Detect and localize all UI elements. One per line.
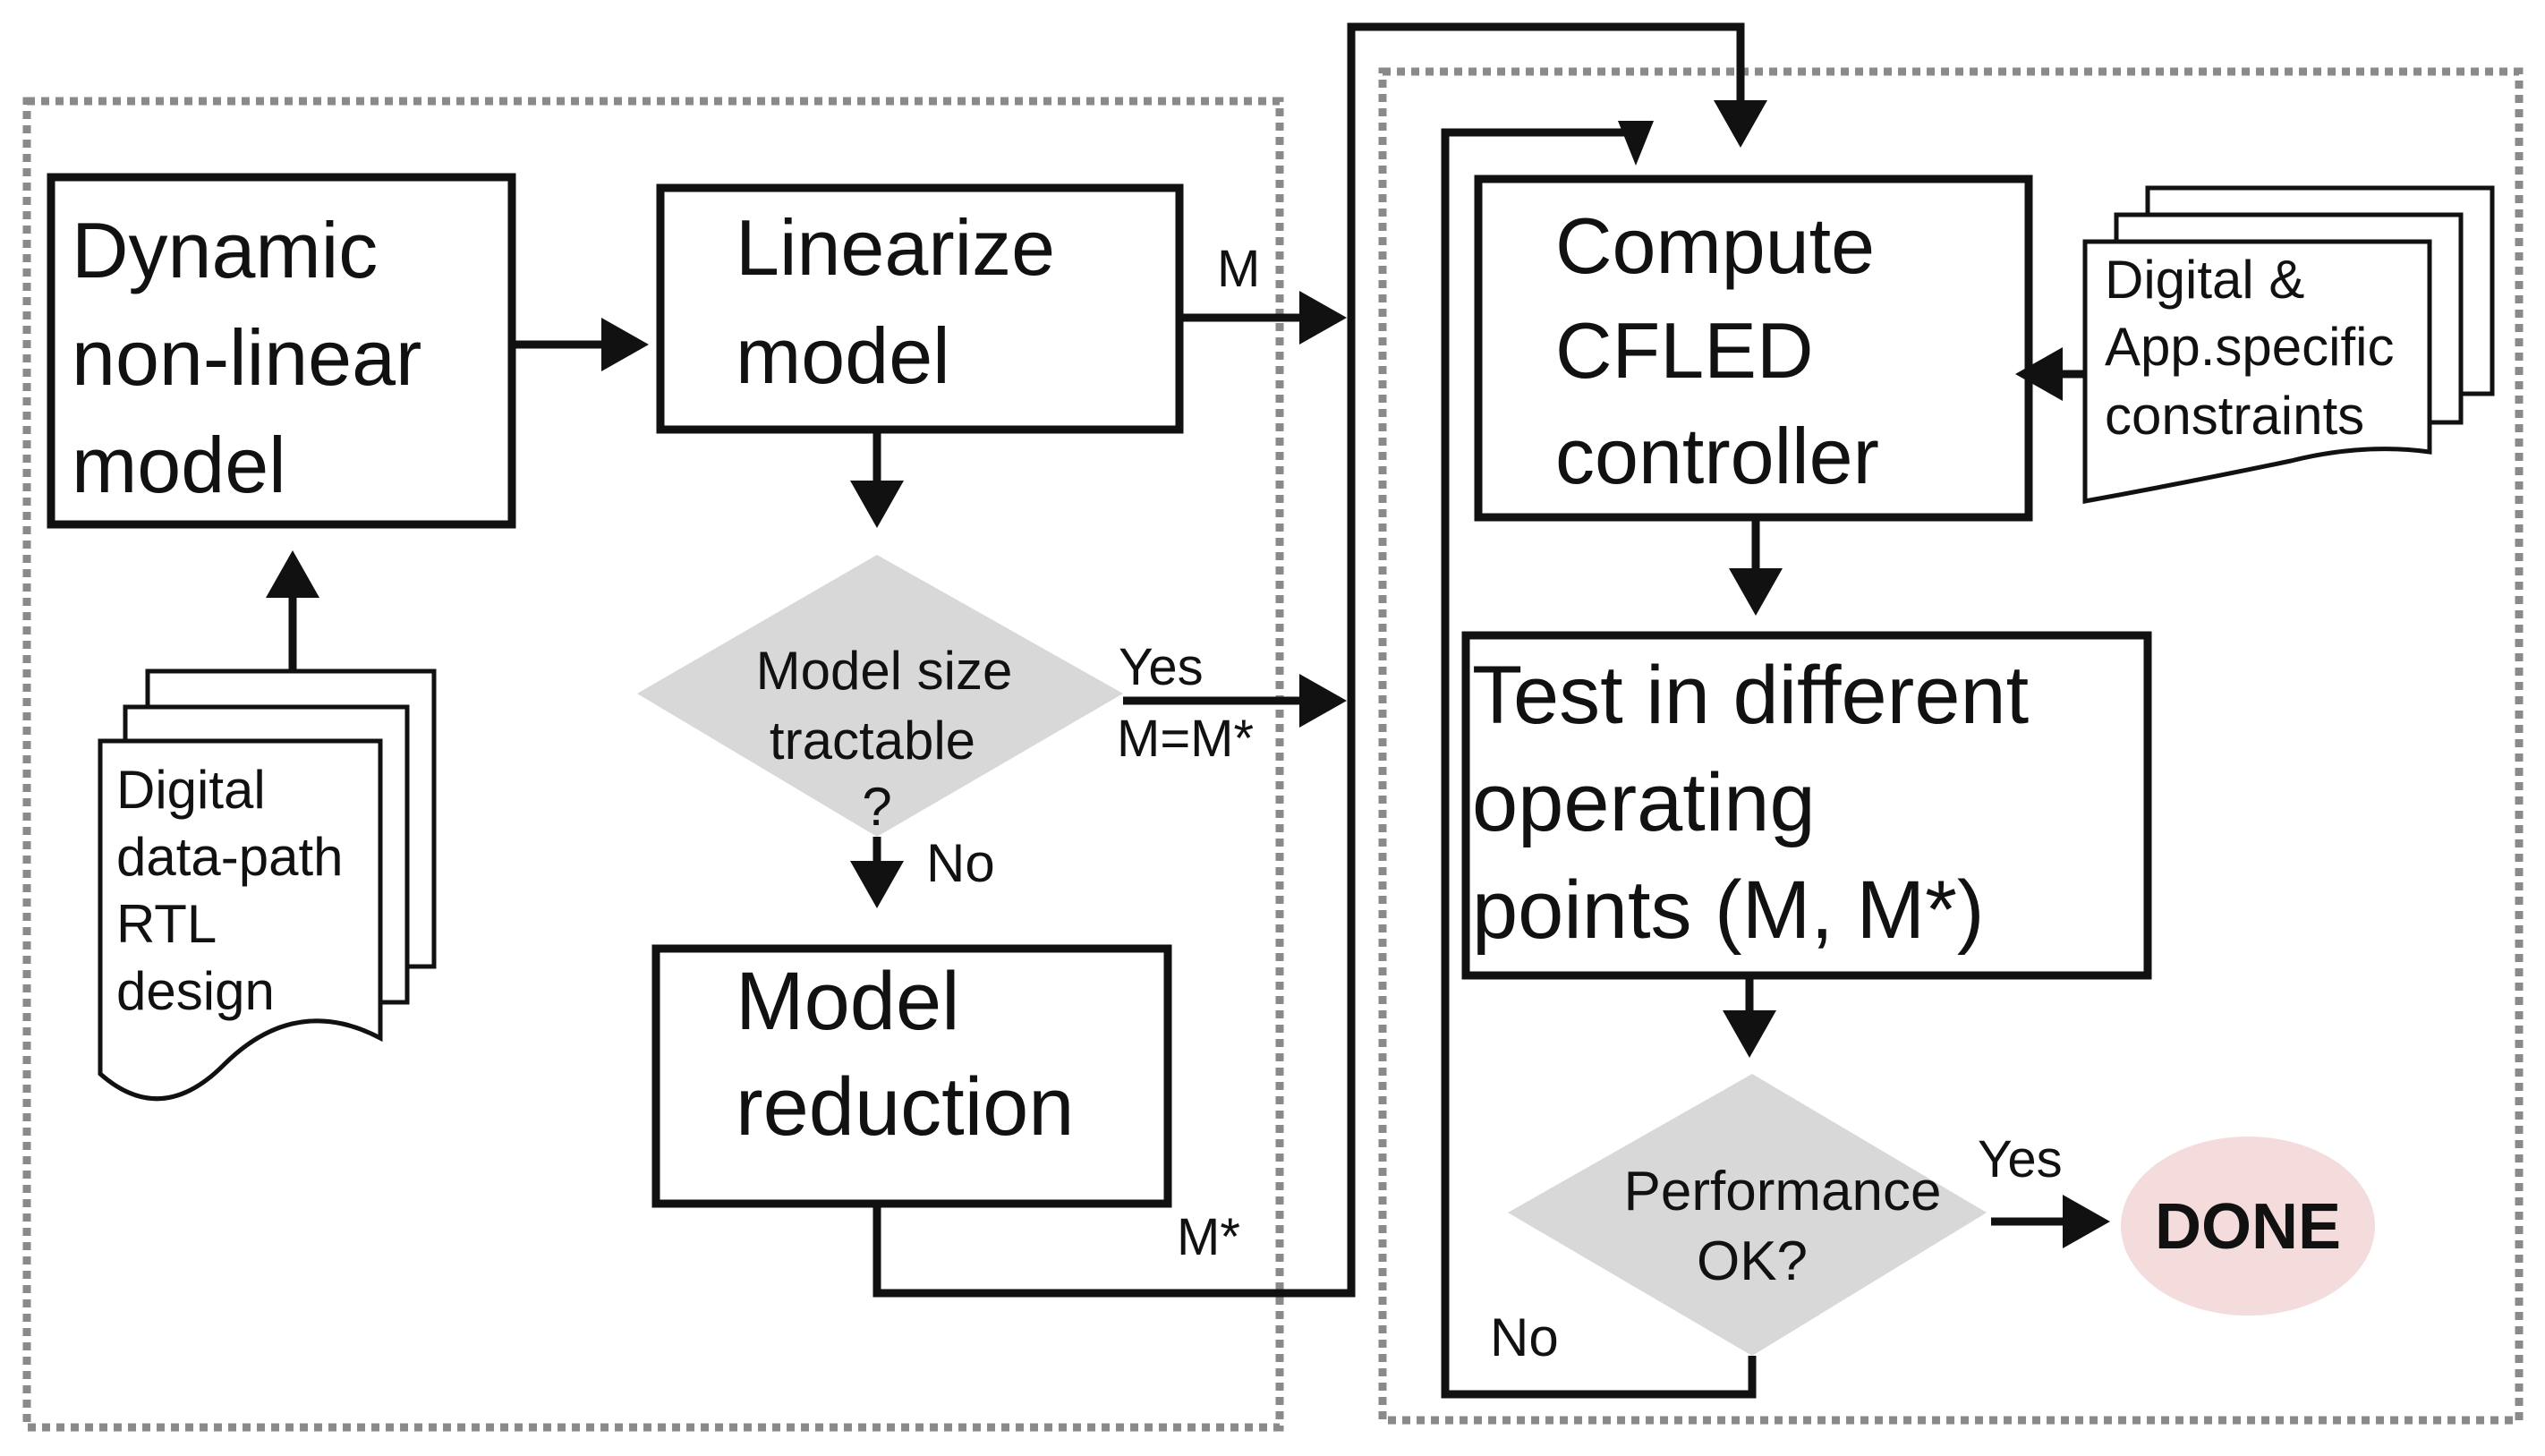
test-line-1: Test in different — [1472, 650, 2029, 741]
performance-decision: Performance OK? — [1508, 1074, 1987, 1356]
arrow-head — [1714, 100, 1767, 148]
edge-label-yes: Yes — [1119, 638, 1204, 696]
decision-line-2: tractable — [770, 711, 975, 771]
arrow-head — [1618, 121, 1654, 166]
arrow-head — [2063, 1195, 2110, 1248]
arrow-head — [850, 861, 904, 908]
constraints-document: Digital & App.specific constraints — [2082, 185, 2495, 504]
reduction-line-1: Model — [736, 956, 960, 1047]
model-reduction-box: Model reduction — [651, 944, 1172, 1208]
constraints-line-3: constraints — [2105, 386, 2364, 446]
rtl-doc-line-4: design — [116, 961, 275, 1021]
arrow-head — [1723, 1010, 1776, 1058]
rtl-doc-line-2: data-path — [116, 827, 344, 887]
nonlinear-line-1: Dynamic — [72, 206, 378, 294]
done-label: DONE — [2155, 1191, 2341, 1263]
constraints-line-1: Digital & — [2105, 250, 2304, 310]
edge-label-m-equals: M=M* — [1117, 710, 1254, 768]
arrow-head — [601, 318, 649, 371]
arrow-head — [266, 550, 319, 598]
test-line-2: operating — [1472, 757, 1816, 848]
arrow-head — [2015, 347, 2063, 401]
linearize-model-box: Linearize model — [656, 183, 1184, 434]
rtl-doc-line-3: RTL — [116, 894, 217, 954]
nonlinear-line-3: model — [72, 421, 286, 509]
constraints-line-2: App.specific — [2105, 317, 2395, 377]
edge-label-no: No — [926, 833, 995, 893]
compute-line-3: controller — [1555, 412, 1879, 500]
nonlinear-model-box: Dynamic non-linear model — [47, 173, 516, 529]
test-line-3: points (M, M*) — [1472, 864, 1985, 956]
compute-controller-box: Compute CFLED controller — [1474, 175, 2033, 522]
perf-edge-no: No — [1490, 1307, 1559, 1367]
test-operating-points-box: Test in different operating points (M, M… — [1461, 631, 2152, 980]
nonlinear-line-2: non-linear — [72, 313, 421, 402]
reduction-line-2: reduction — [736, 1061, 1074, 1153]
decision-line-3: ? — [862, 777, 891, 837]
compute-line-2: CFLED — [1555, 306, 1814, 395]
perf-edge-yes: Yes — [1978, 1130, 2063, 1188]
right-panel-border — [1378, 67, 2524, 1425]
compute-line-1: Compute — [1555, 201, 1875, 290]
linearize-line-1: Linearize — [736, 203, 1055, 292]
arrow-head — [850, 481, 904, 528]
done-terminal: DONE — [2121, 1137, 2375, 1316]
perf-line-2: OK? — [1697, 1230, 1808, 1292]
rtl-doc-line-1: Digital — [116, 760, 266, 820]
arrow-head — [1299, 674, 1347, 728]
rtl-design-document: Digital data-path RTL design — [98, 668, 437, 1102]
arrow-head — [1299, 291, 1347, 345]
edge-label-m: M — [1217, 240, 1260, 298]
decision-line-1: Model size — [756, 641, 1013, 701]
edge-label-m-star: M* — [1177, 1208, 1240, 1266]
linearize-line-2: model — [736, 311, 950, 400]
model-size-decision: Model size tractable ? — [637, 555, 1123, 837]
arrow-head — [1729, 568, 1783, 616]
perf-line-1: Performance — [1624, 1161, 1942, 1222]
